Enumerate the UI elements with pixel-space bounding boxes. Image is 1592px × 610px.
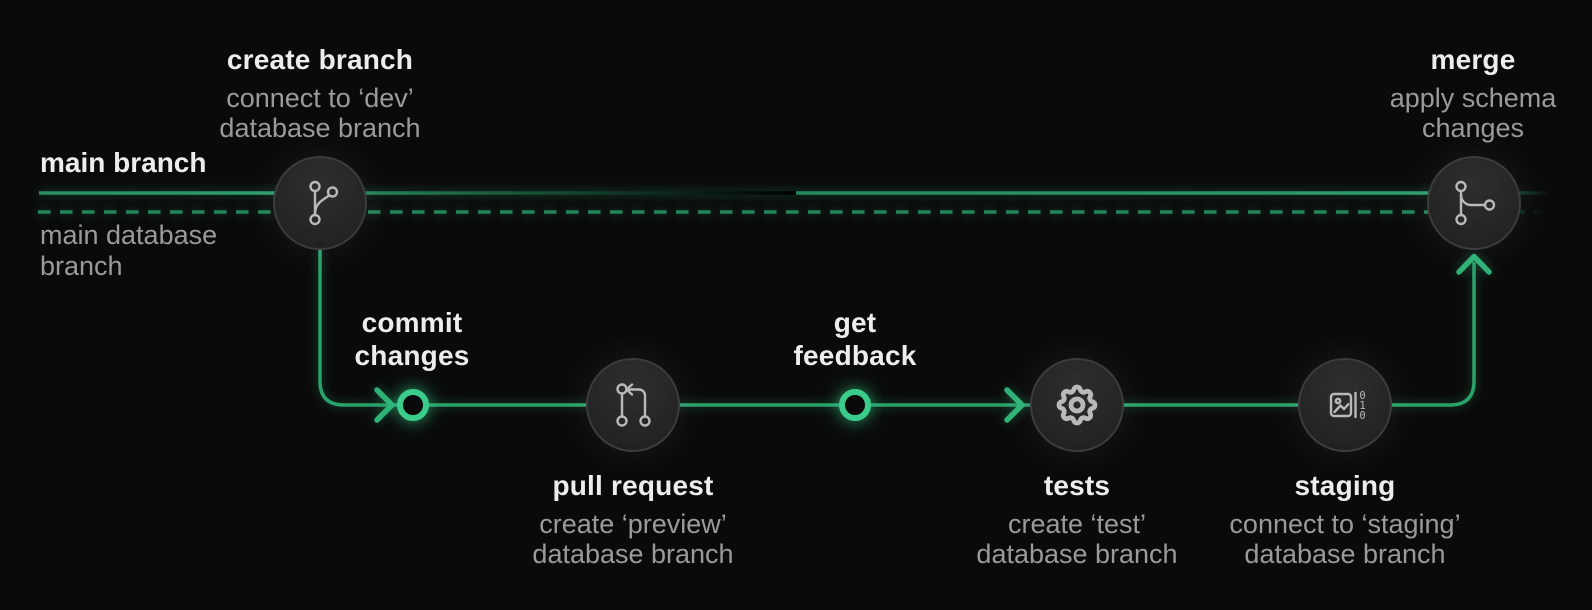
- arrow-right-tests-icon: [1004, 387, 1025, 423]
- arrow-right-commit-icon: [374, 387, 395, 423]
- commit-changes-title: commit changes: [354, 307, 470, 371]
- staging-subtitle: connect to ‘staging’ database branch: [1229, 509, 1461, 569]
- binary-digit: 0: [1359, 390, 1365, 402]
- main-branch-label-text: main branch: [40, 147, 207, 178]
- image-binary-icon: 0 1 0: [1329, 390, 1366, 422]
- arrow-up-merge-icon: [1456, 253, 1492, 275]
- staging-label: staging connect to ‘staging’ database br…: [1211, 470, 1479, 569]
- create-branch-subtitle: connect to ‘dev’ database branch: [219, 83, 421, 143]
- staging-node: 0 1 0: [1298, 358, 1392, 452]
- create-branch-label: create branch connect to ‘dev’ database …: [211, 44, 429, 143]
- get-feedback-title: get feedback: [793, 307, 917, 371]
- get-feedback-label: get feedback: [785, 306, 925, 372]
- get-feedback-marker: [839, 389, 871, 421]
- feature-branch-path: [318, 249, 1476, 407]
- tests-node: [1030, 358, 1124, 452]
- merge-subtitle: apply schema changes: [1389, 83, 1557, 143]
- main-database-branch-label-text: main database branch: [40, 220, 218, 281]
- tests-label: tests create ‘test’ database branch: [972, 470, 1182, 569]
- staging-title: staging: [1294, 470, 1396, 501]
- git-branch-icon: [309, 180, 339, 226]
- pull-request-label: pull request create ‘preview’ database b…: [522, 470, 744, 569]
- create-branch-title: create branch: [226, 44, 414, 75]
- gear-icon: [1056, 384, 1098, 426]
- create-branch-node: [273, 156, 367, 250]
- main-database-branch-label: main database branch: [40, 220, 255, 282]
- git-merge-icon: [1455, 180, 1496, 226]
- merge-node: [1427, 156, 1521, 250]
- pull-request-subtitle: create ‘preview’ database branch: [532, 509, 734, 569]
- tests-title: tests: [1043, 470, 1111, 501]
- merge-title: merge: [1430, 44, 1516, 75]
- commit-changes-marker: [397, 389, 429, 421]
- binary-digit: 1: [1359, 400, 1365, 412]
- git-pull-request-icon: [616, 383, 651, 427]
- pull-request-node: [586, 358, 680, 452]
- commit-changes-label: commit changes: [327, 306, 497, 372]
- main-branch-label: main branch: [40, 147, 206, 178]
- pull-request-title: pull request: [552, 470, 714, 501]
- merge-label: merge apply schema changes: [1379, 44, 1567, 143]
- tests-subtitle: create ‘test’ database branch: [976, 509, 1178, 569]
- binary-digit: 0: [1359, 410, 1365, 422]
